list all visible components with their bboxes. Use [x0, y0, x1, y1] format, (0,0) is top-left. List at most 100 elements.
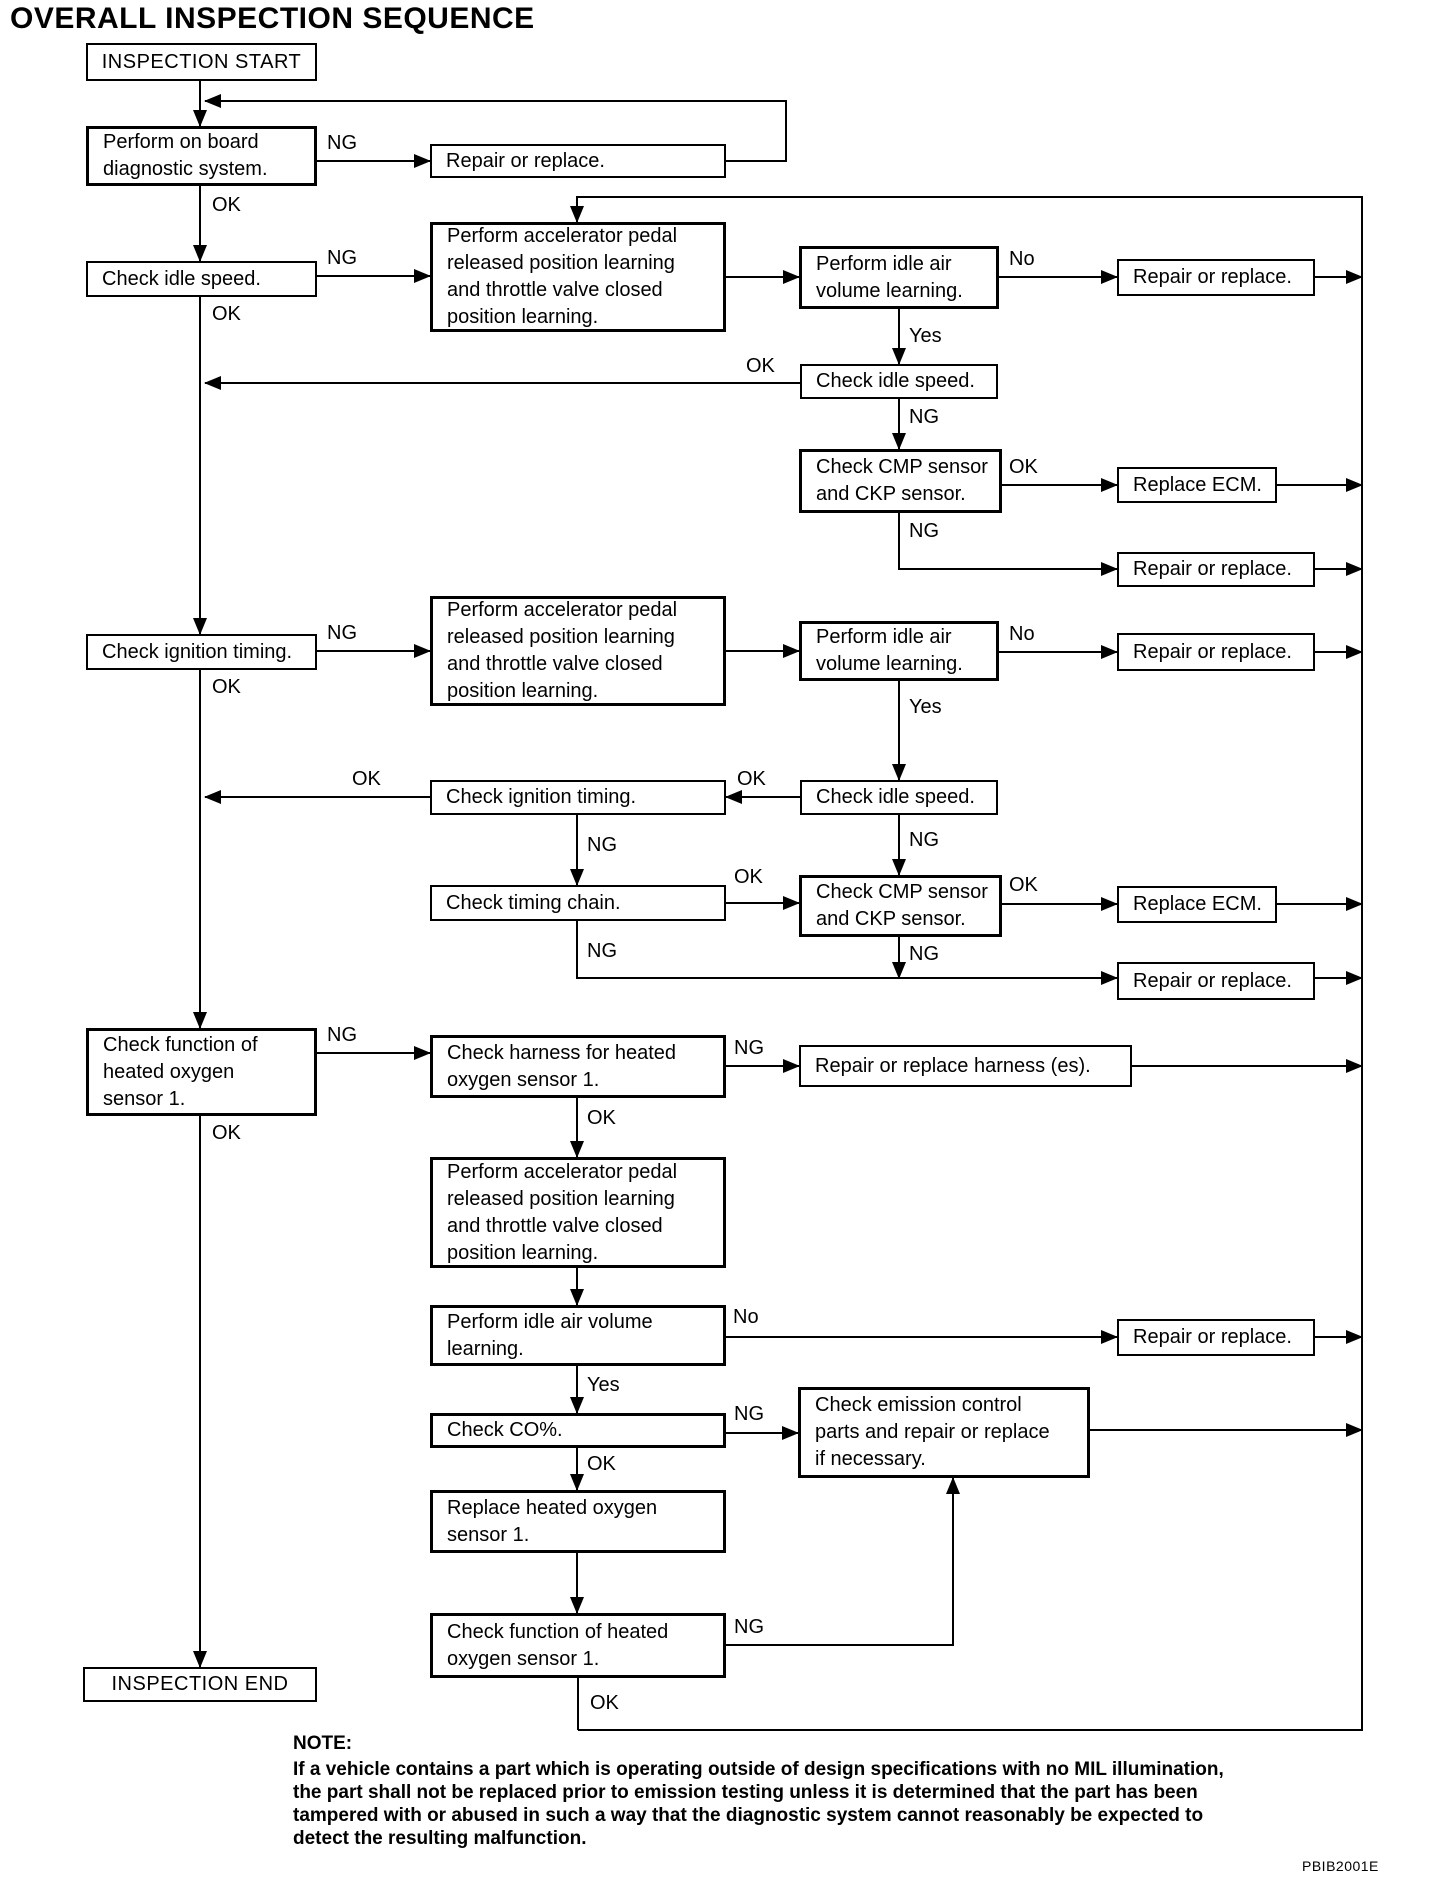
- node-repair-or-replace-3: Repair or replace.: [1117, 552, 1315, 587]
- edge-chain-ng-join-label: NG: [587, 940, 617, 962]
- node-idle-air-learning-2: Perform idle air volume learning.: [799, 621, 999, 681]
- node-label: Check idle speed.: [102, 267, 261, 290]
- node-label: Repair or replace.: [1133, 1326, 1292, 1348]
- node-replace-ecm-1: Replace ECM.: [1117, 467, 1277, 503]
- node-label: Check ignition timing.: [446, 786, 637, 808]
- node-label: Replace ECM.: [1133, 473, 1262, 496]
- edge-harness-ok-label: OK: [587, 1107, 616, 1129]
- node-on-board-diagnostic: Perform on board diagnostic system.: [86, 126, 317, 186]
- edge-co-ng-label: NG: [734, 1403, 764, 1425]
- node-label: INSPECTION END: [111, 1673, 289, 1695]
- node-label: Check ignition timing.: [102, 640, 293, 663]
- edge-cmp1-ng: [898, 513, 1118, 576]
- node-repair-or-replace-2: Repair or replace.: [1117, 259, 1315, 296]
- note-heading: NOTE:: [293, 1733, 353, 1754]
- edge-idleair1-yes-label: Yes: [909, 325, 942, 347]
- node-label: Check harness for heated oxygen sensor 1…: [447, 1041, 677, 1091]
- node-label: Replace heated oxygen sensor 1.: [447, 1496, 658, 1546]
- node-repair-or-replace-1: Repair or replace.: [430, 144, 726, 178]
- node-repair-or-replace-4: Repair or replace.: [1117, 633, 1315, 671]
- edge-ho2s1-ok-label: OK: [212, 1122, 241, 1144]
- node-label: Repair or replace.: [446, 149, 605, 172]
- node-check-idle-speed-3: Check idle speed.: [800, 780, 998, 815]
- node-check-cmp-ckp-2: Check CMP sensor and CKP sensor.: [799, 875, 1002, 937]
- edge-idle2-ng-label: NG: [909, 406, 939, 428]
- note-lines: If a vehicle contains a part which is op…: [293, 1758, 1363, 1850]
- node-check-ho2s-harness: Check harness for heated oxygen sensor 1…: [430, 1035, 726, 1098]
- edge-ign2-ok-return-label: OK: [352, 768, 381, 790]
- edge-cmp2-ng-label: NG: [909, 943, 939, 965]
- node-label: Check CMP sensor and CKP sensor.: [816, 881, 988, 930]
- edge-cmp1-ng-label: NG: [909, 520, 939, 542]
- node-check-ho2s-function-2: Check function of heated oxygen sensor 1…: [430, 1613, 726, 1678]
- edge-chain-ng-join: [576, 921, 1118, 985]
- node-label: Repair or replace.: [1133, 969, 1292, 992]
- note-block: NOTE: If a vehicle contains a part which…: [293, 1732, 1363, 1850]
- note-line-2: the part shall not be replaced prior to …: [293, 1782, 1198, 1803]
- node-label: Replace ECM.: [1133, 893, 1262, 915]
- node-repair-or-replace-5: Repair or replace.: [1117, 962, 1315, 1000]
- edge-obd-ok-label: OK: [212, 194, 241, 216]
- node-label: Perform accelerator pedal released posit…: [447, 599, 678, 702]
- node-label: Check idle speed.: [816, 786, 975, 808]
- figure-reference-code: PBIB2001E: [1302, 1858, 1379, 1874]
- node-accel-pedal-learning-1: Perform accelerator pedal released posit…: [430, 222, 726, 332]
- node-check-co-percent: Check CO%.: [430, 1413, 726, 1448]
- node-check-cmp-ckp-1: Check CMP sensor and CKP sensor.: [799, 449, 1002, 513]
- edge-idle3-ng-label: NG: [909, 829, 939, 851]
- edge-cmp1-ok-label: OK: [1009, 456, 1038, 478]
- note-line-3: tampered with or abused in such a way th…: [293, 1805, 1204, 1826]
- edge-ho2s2-ng-up-label: NG: [734, 1616, 764, 1638]
- edge-idleair2-yes-label: Yes: [909, 696, 942, 718]
- node-label: Perform accelerator pedal released posit…: [447, 225, 678, 328]
- edge-co-ok-label: OK: [587, 1453, 616, 1475]
- node-label: Perform idle air volume learning.: [447, 1310, 653, 1360]
- edge-idle1-ng-label: NG: [327, 247, 357, 269]
- edge-idleair1-no-label: No: [1009, 248, 1035, 270]
- node-check-ho2s-function-1: Check function of heated oxygen sensor 1…: [86, 1028, 317, 1116]
- node-label: Check emission control parts and repair …: [815, 1394, 1050, 1470]
- edge-ho2s2-ok-drop-label: OK: [590, 1692, 619, 1714]
- node-label: Repair or replace.: [1133, 266, 1292, 288]
- node-accel-pedal-learning-2: Perform accelerator pedal released posit…: [430, 596, 726, 706]
- node-label: Repair or replace harness (es).: [815, 1054, 1091, 1077]
- node-check-ignition-timing-2: Check ignition timing.: [430, 780, 726, 815]
- edge-obd-ng-label: NG: [327, 132, 357, 154]
- note-line-4: detect the resulting malfunction.: [293, 1828, 587, 1849]
- edge-idleair3-no-label: No: [733, 1306, 759, 1328]
- node-idle-air-learning-3: Perform idle air volume learning.: [430, 1305, 726, 1366]
- node-replace-ecm-2: Replace ECM.: [1117, 886, 1277, 923]
- edge-ign1-ng-label: NG: [327, 622, 357, 644]
- node-label: INSPECTION START: [101, 50, 302, 73]
- edge-ign1-ok-label: OK: [212, 676, 241, 698]
- edge-cmp2-ok-label: OK: [1009, 874, 1038, 896]
- node-accel-pedal-learning-3: Perform accelerator pedal released posit…: [430, 1157, 726, 1268]
- edge-chain-ok-label: OK: [734, 866, 763, 888]
- node-check-timing-chain: Check timing chain.: [430, 885, 726, 921]
- edge-repair1-loop-back: [204, 94, 787, 162]
- node-inspection-end: INSPECTION END: [83, 1667, 317, 1702]
- edge-harness-ng-label: NG: [734, 1037, 764, 1059]
- note-line-1: If a vehicle contains a part which is op…: [293, 1759, 1224, 1780]
- edge-ho2s1-ng-label: NG: [327, 1024, 357, 1046]
- edge-idleair3-yes-label: Yes: [587, 1374, 620, 1396]
- edge-idle2-ok-return-label: OK: [746, 355, 775, 377]
- node-label: Perform idle air volume learning.: [816, 252, 963, 302]
- node-label: Check CO%.: [447, 1419, 563, 1441]
- node-inspection-start: INSPECTION START: [86, 43, 317, 81]
- node-check-ignition-timing-1: Check ignition timing.: [86, 634, 317, 670]
- edge-rail-retry-loop: [570, 196, 1363, 1731]
- node-label: Perform accelerator pedal released posit…: [447, 1160, 678, 1264]
- node-label: Perform idle air volume learning.: [816, 626, 963, 675]
- node-label: Repair or replace.: [1133, 640, 1292, 663]
- node-replace-ho2s: Replace heated oxygen sensor 1.: [430, 1490, 726, 1553]
- node-check-idle-speed-2: Check idle speed.: [800, 364, 998, 399]
- edge-idle1-ok-label: OK: [212, 303, 241, 325]
- node-label: Check timing chain.: [446, 891, 621, 914]
- node-check-emission-control: Check emission control parts and repair …: [798, 1387, 1090, 1478]
- node-label: Check function of heated oxygen sensor 1…: [447, 1620, 669, 1670]
- page-title: OVERALL INSPECTION SEQUENCE: [10, 2, 535, 35]
- edge-ign2-ng-label: NG: [587, 834, 617, 856]
